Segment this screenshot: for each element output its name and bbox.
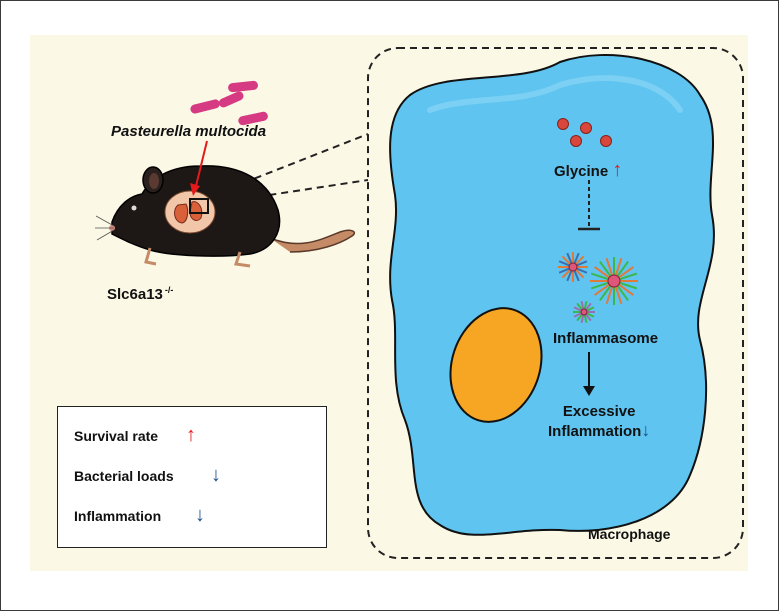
bacteria-group xyxy=(190,80,268,126)
legend-box: Survival rate ↑ Bacterial loads ↓ Inflam… xyxy=(57,406,327,548)
down-arrow-icon: ↓ xyxy=(195,504,205,526)
inflammasome-spoke xyxy=(619,281,638,290)
inflammasome-spoke xyxy=(590,281,609,290)
excessive-inflammation-label: Excessive Inflammation↓ xyxy=(548,402,650,441)
pathogen-label: Pasteurella multocida xyxy=(111,123,267,140)
legend-item-survival: Survival rate ↑ xyxy=(74,424,196,446)
inflammasome-spoke xyxy=(605,257,614,276)
bacterium xyxy=(238,111,268,126)
mouse-zoom-box xyxy=(189,198,209,214)
inflammasome-spoke xyxy=(586,312,595,318)
excessive-line2-row: Inflammation↓ xyxy=(548,421,650,441)
inflammasome-spoke xyxy=(616,260,629,277)
inflammasome-spoke xyxy=(573,306,582,312)
inflammasome-spoke xyxy=(566,252,573,264)
glycine-dot xyxy=(580,122,592,134)
inflammasome-spoke xyxy=(614,257,623,276)
inflammasome-spoke xyxy=(575,269,585,279)
down-arrow-icon: ↓ xyxy=(211,464,221,486)
inflammasome-spoke xyxy=(593,283,610,296)
bacterium xyxy=(190,99,220,114)
inflammasome-spoke xyxy=(590,272,609,281)
inflammasome-spoke xyxy=(561,255,571,265)
inflammasome-spoke xyxy=(576,313,583,322)
glycine-up-arrow: ↑ xyxy=(612,159,623,181)
inflammasome-complex-large xyxy=(590,257,638,305)
excessive-line2: Inflammation xyxy=(548,423,642,440)
inflammasome-core xyxy=(607,274,621,288)
mouse-whiskers xyxy=(95,215,115,241)
inflammasome-spoke xyxy=(583,314,588,323)
inflammasome-spoke xyxy=(573,252,580,264)
inflammasome-spoke xyxy=(616,285,629,302)
inflammasome-spoke xyxy=(576,260,588,267)
mouse-back-leg xyxy=(234,251,251,268)
glycine-dot xyxy=(600,135,612,147)
legend-label: Inflammation xyxy=(74,508,162,524)
inflammasome-spoke xyxy=(593,266,610,279)
macrophage-cell xyxy=(389,54,715,536)
inflammasome-spoke xyxy=(583,301,588,310)
inflammasome-spoke xyxy=(614,286,623,305)
glycine-text: Glycine xyxy=(554,163,609,180)
legend-label: Bacterial loads xyxy=(74,468,174,484)
genotype-superscript: -/- xyxy=(164,285,174,295)
inflammasome-spoke xyxy=(573,312,582,318)
inflammasome-spoke xyxy=(566,270,573,282)
gene-name: Slc6a13 xyxy=(107,286,163,303)
excessive-line1: Excessive xyxy=(562,403,636,420)
excessive-down-arrow: ↓ xyxy=(641,420,651,440)
zoom-box xyxy=(367,47,744,559)
inflammasome-complex-tiny xyxy=(573,301,595,323)
inflammasome-spoke xyxy=(599,285,612,302)
mouse-genotype-label: Slc6a13-/- xyxy=(107,285,173,303)
activation-arrow-head xyxy=(583,386,595,396)
inflammasome-spoke xyxy=(586,306,595,312)
macrophage-label: Macrophage xyxy=(588,526,671,542)
inflammasome-spoke xyxy=(573,270,580,282)
inflammasome-spoke xyxy=(558,260,570,267)
inflammasome-spoke xyxy=(558,267,570,274)
inflammasome-spoke xyxy=(575,255,585,265)
inflammasome-spoke xyxy=(580,314,585,323)
bacterium xyxy=(218,91,244,108)
mouse-front-leg xyxy=(144,247,157,266)
glycine-dot xyxy=(557,118,569,130)
inflammasome-spoke xyxy=(619,272,638,281)
macrophage-highlight xyxy=(427,75,683,113)
inflammasome-spoke xyxy=(585,313,592,322)
mouse-lung-right xyxy=(189,201,203,221)
inflammasome-spoke xyxy=(576,267,588,274)
inflammasome-spoke xyxy=(580,301,585,310)
legend-label: Survival rate xyxy=(74,428,159,444)
glycine-label: Glycine ↑ xyxy=(554,159,622,182)
up-arrow-icon: ↑ xyxy=(186,424,196,446)
infection-arrow-head xyxy=(190,183,200,196)
mouse-lung-left xyxy=(174,203,189,224)
inflammasome-spoke xyxy=(618,266,635,279)
infection-arrow-line xyxy=(195,140,208,187)
inflammasome-spoke xyxy=(561,269,571,279)
mouse-eye xyxy=(131,205,137,211)
legend-item-inflammation: Inflammation ↓ xyxy=(74,504,205,526)
nucleus xyxy=(449,307,543,423)
legend-item-bacterial-loads: Bacterial loads ↓ xyxy=(74,464,221,486)
bacterium xyxy=(228,80,258,93)
inflammasome-spoke xyxy=(599,260,612,277)
inflammasome-spoke xyxy=(605,286,614,305)
inflammasome-spoke xyxy=(618,283,635,296)
glycine-dot xyxy=(570,135,582,147)
inflammasome-complex-small xyxy=(558,252,588,282)
inflammasome-spoke xyxy=(576,302,583,311)
mouse-tail xyxy=(269,229,356,253)
mouse-illustration xyxy=(95,165,356,268)
inflammasome-spoke xyxy=(585,302,592,311)
inflammasome-core xyxy=(580,308,588,316)
inflammasome-core xyxy=(568,262,578,272)
inflammasome-label: Inflammasome xyxy=(553,330,659,347)
mouse-ear-inner xyxy=(149,173,159,189)
